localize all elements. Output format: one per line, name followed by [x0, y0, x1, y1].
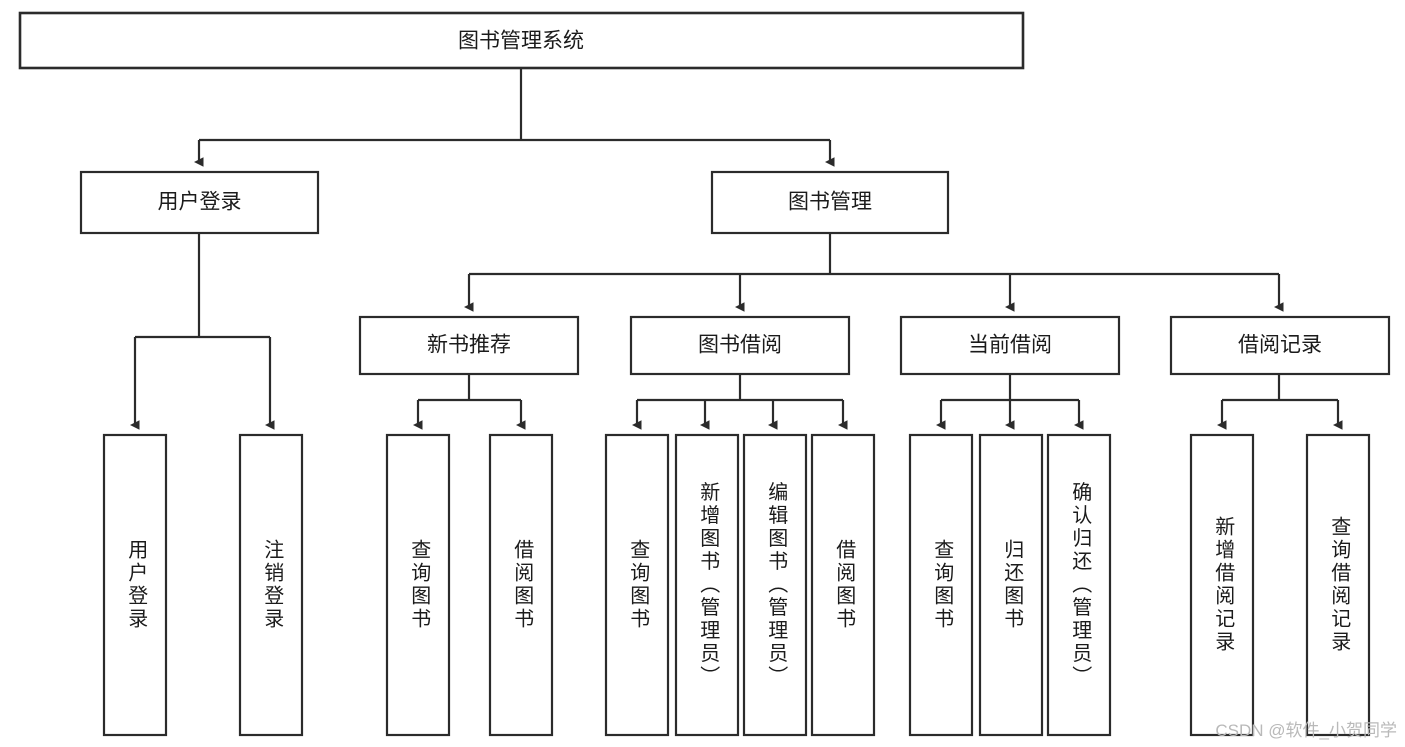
node-leaf-borrow-book-2-label: 借阅图书 — [833, 539, 856, 631]
csdn-watermark: CSDN @软件_小贺同学 — [1215, 721, 1397, 740]
node-leaf-borrow-book-1[interactable]: 借阅图书 — [488, 433, 554, 737]
connector-newbook-to-leaves — [413, 374, 526, 430]
node-leaf-query-record-label: 查询借阅记录 — [1328, 516, 1351, 654]
connector-currentborrow-to-leaves — [936, 374, 1084, 430]
node-leaf-query-book-2-label: 查询图书 — [627, 539, 650, 631]
node-leaf-edit-book-label: 编辑图书（管理员） — [765, 481, 788, 688]
connector-borrowrecord-to-leaves — [1217, 374, 1343, 430]
node-leaf-borrow-book-2[interactable]: 借阅图书 — [810, 433, 876, 737]
node-leaf-add-record-label: 新增借阅记录 — [1212, 516, 1235, 654]
connector-bookmanage-to-level3 — [464, 234, 1284, 312]
node-book-borrow-label: 图书借阅 — [698, 334, 782, 357]
connector-root-to-level2 — [194, 68, 835, 167]
node-root-label: 图书管理系统 — [458, 30, 584, 53]
node-new-book-recommend[interactable]: 新书推荐 — [358, 315, 580, 376]
node-leaf-confirm-return[interactable]: 确认归还（管理员） — [1046, 433, 1112, 737]
node-book-manage-label: 图书管理 — [788, 191, 872, 214]
node-leaf-confirm-return-label: 确认归还（管理员） — [1069, 481, 1092, 688]
node-user-login-label: 用户登录 — [158, 191, 242, 214]
node-leaf-user-logout-label: 注销登录 — [261, 539, 284, 631]
node-leaf-user-login-label: 用户登录 — [125, 539, 148, 631]
node-leaf-user-logout[interactable]: 注销登录 — [238, 433, 304, 737]
node-leaf-query-book-2[interactable]: 查询图书 — [604, 433, 670, 737]
node-borrow-record-label: 借阅记录 — [1238, 334, 1322, 357]
node-book-borrow[interactable]: 图书借阅 — [629, 315, 851, 376]
node-leaf-add-record[interactable]: 新增借阅记录 — [1189, 433, 1255, 737]
node-leaf-query-book-1-label: 查询图书 — [408, 539, 431, 631]
node-book-manage[interactable]: 图书管理 — [710, 170, 950, 235]
node-leaf-query-book-1[interactable]: 查询图书 — [385, 433, 451, 737]
node-leaf-query-book-3[interactable]: 查询图书 — [908, 433, 974, 737]
node-leaf-add-book-label: 新增图书（管理员） — [697, 481, 720, 688]
node-new-book-recommend-label: 新书推荐 — [427, 334, 511, 357]
connector-userlogin-to-leaves — [130, 234, 275, 430]
node-current-borrow-label: 当前借阅 — [968, 334, 1052, 357]
node-leaf-query-book-3-label: 查询图书 — [931, 539, 954, 631]
node-leaf-return-book[interactable]: 归还图书 — [978, 433, 1044, 737]
node-root-book-management-system[interactable]: 图书管理系统 — [18, 11, 1025, 70]
connector-bookborrow-to-leaves — [632, 374, 848, 430]
node-leaf-add-book[interactable]: 新增图书（管理员） — [674, 433, 740, 737]
node-current-borrow[interactable]: 当前借阅 — [899, 315, 1121, 376]
node-leaf-query-record[interactable]: 查询借阅记录 — [1305, 433, 1371, 737]
node-leaf-edit-book[interactable]: 编辑图书（管理员） — [742, 433, 808, 737]
node-user-login[interactable]: 用户登录 — [79, 170, 320, 235]
node-leaf-return-book-label: 归还图书 — [1001, 539, 1024, 631]
node-leaf-borrow-book-1-label: 借阅图书 — [511, 539, 534, 631]
node-borrow-record[interactable]: 借阅记录 — [1169, 315, 1391, 376]
node-leaf-user-login[interactable]: 用户登录 — [102, 433, 168, 737]
